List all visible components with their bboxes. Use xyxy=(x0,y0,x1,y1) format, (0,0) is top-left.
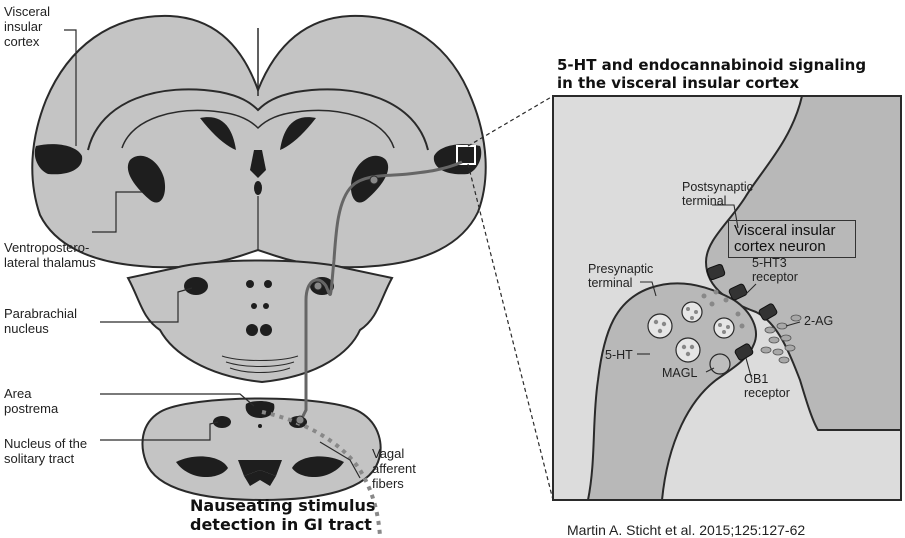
label-nucleus-solitary-tract: Nucleus of the solitary tract xyxy=(4,436,87,466)
label-5ht: 5-HT xyxy=(605,348,633,362)
label-line: Ventropostero- xyxy=(4,240,96,255)
label-line: 5-HT3 xyxy=(752,256,798,270)
label-line: insular xyxy=(4,19,50,34)
neuron-box-label: Visceral insular cortex neuron xyxy=(728,220,856,258)
label-line: afferent xyxy=(372,461,416,476)
label-cb1-receptor: CB1 receptor xyxy=(744,372,790,400)
label-5ht3-receptor: 5-HT3 receptor xyxy=(752,256,798,284)
magl-enzyme xyxy=(710,354,730,374)
title-line: in the visceral insular cortex xyxy=(557,74,866,92)
label-line: Visceral insular xyxy=(734,223,850,239)
label-line: cortex xyxy=(4,34,50,49)
label-line: receptor xyxy=(744,386,790,400)
title-line: 5-HT and endocannabinoid signaling xyxy=(557,56,866,74)
label-line: Nucleus of the xyxy=(4,436,87,451)
label-visceral-insular-cortex: Visceral insular cortex xyxy=(4,4,50,49)
label-line: Vagal xyxy=(372,446,416,461)
label-line: detection in GI tract xyxy=(190,515,375,534)
forebrain-outline xyxy=(32,16,485,267)
inset-panel xyxy=(553,96,901,500)
pons-section xyxy=(128,261,392,383)
label-2ag: 2-AG xyxy=(804,314,833,328)
label-line: Parabrachial xyxy=(4,306,77,321)
label-line: nucleus xyxy=(4,321,77,336)
label-magl: MAGL xyxy=(662,366,697,380)
label-line: fibers xyxy=(372,476,416,491)
label-line: postrema xyxy=(4,401,58,416)
label-presynaptic-terminal: Presynaptic terminal xyxy=(588,262,653,290)
label-line: receptor xyxy=(752,270,798,284)
pons-outline xyxy=(128,261,392,383)
label-vagal-afferent-fibers: Vagal afferent fibers xyxy=(372,446,416,491)
label-vpl-thalamus: Ventropostero- lateral thalamus xyxy=(4,240,96,270)
label-line: Visceral xyxy=(4,4,50,19)
nauseating-stimulus-title: Nauseating stimulus detection in GI trac… xyxy=(190,496,375,534)
label-line: Nauseating stimulus xyxy=(190,496,375,515)
inset-title: 5-HT and endocannabinoid signaling in th… xyxy=(557,56,866,92)
label-postsynaptic-terminal: Postsynaptic terminal xyxy=(682,180,753,208)
label-line: solitary tract xyxy=(4,451,87,466)
label-line: Postsynaptic xyxy=(682,180,753,194)
label-line: CB1 xyxy=(744,372,790,386)
label-parabrachial-nucleus: Parabrachial nucleus xyxy=(4,306,77,336)
label-line: terminal xyxy=(588,276,653,290)
label-line: cortex neuron xyxy=(734,239,850,255)
label-area-postrema: Area postrema xyxy=(4,386,58,416)
label-line: Presynaptic xyxy=(588,262,653,276)
forebrain-coronal-section xyxy=(32,16,485,267)
label-line: Area xyxy=(4,386,58,401)
label-line: lateral thalamus xyxy=(4,255,96,270)
label-line: terminal xyxy=(682,194,753,208)
medulla-section xyxy=(143,399,381,501)
